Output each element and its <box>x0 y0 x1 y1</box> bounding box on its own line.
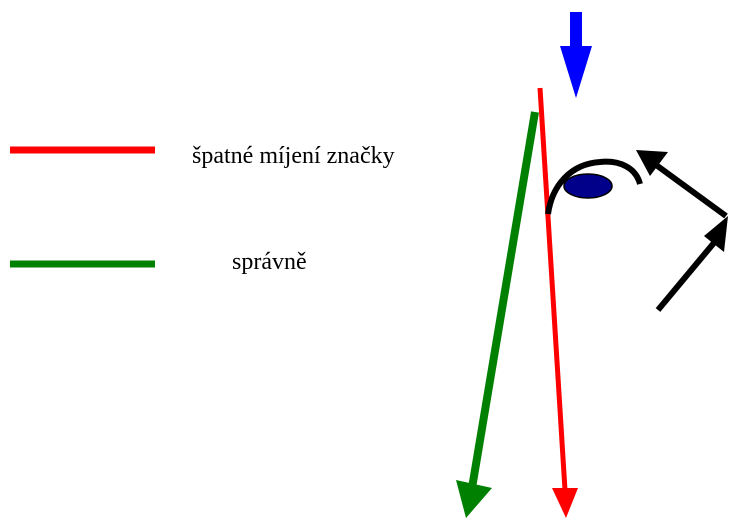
wrong-path-arrow <box>537 87 578 518</box>
blue-down-arrow-icon <box>560 12 592 98</box>
correct-path-arrow <box>456 111 539 518</box>
black-turn-arrow-icon <box>545 150 728 312</box>
legend-label-correct: správně <box>232 249 307 275</box>
legend-label-wrong: špatné míjení značky <box>192 143 395 169</box>
buoy-mark-icon <box>563 173 613 199</box>
